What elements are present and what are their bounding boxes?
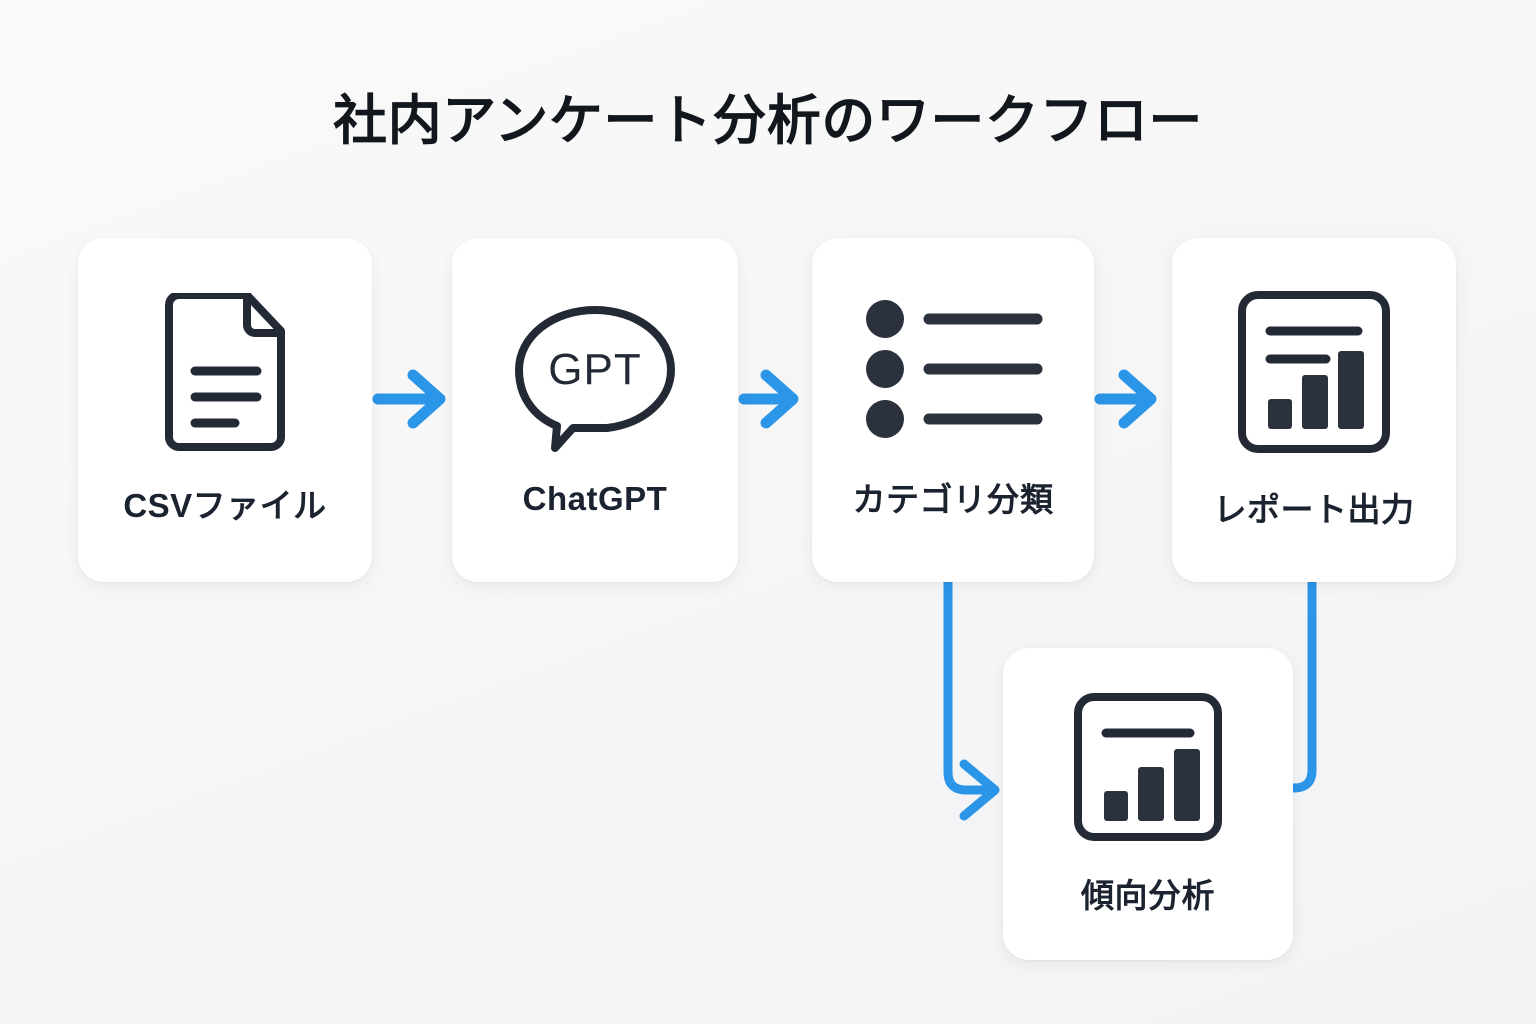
node-card-csv[interactable]: CSVファイル [78, 238, 372, 582]
node-card-chatgpt[interactable]: GPT ChatGPT [452, 238, 738, 582]
gpt-icon-text: GPT [548, 345, 641, 394]
node-label-category: カテゴリ分類 [852, 481, 1054, 518]
node-label-chatgpt: ChatGPT [522, 480, 668, 517]
node-label-trend: 傾向分析 [1081, 877, 1215, 914]
node-card-category[interactable]: カテゴリ分類 [812, 238, 1094, 582]
bulleted-list-icon [863, 299, 1043, 439]
node-card-report[interactable]: レポート出力 [1172, 238, 1456, 582]
report-chart-icon [1236, 289, 1392, 455]
node-label-report: レポート出力 [1213, 491, 1415, 528]
arrow-category-to-report [1094, 369, 1157, 429]
bar-chart-icon [1072, 691, 1224, 843]
arrow-category-to-trend [943, 577, 1000, 821]
speech-bubble-gpt-icon: GPT [511, 302, 679, 454]
arrow-chatgpt-to-category [738, 369, 799, 429]
document-icon [155, 293, 295, 451]
node-label-csv: CSVファイル [123, 487, 327, 524]
node-card-trend[interactable]: 傾向分析 [1003, 648, 1293, 960]
page-title: 社内アンケート分析のワークフロー [333, 91, 1203, 151]
arrow-csv-to-chatgpt [372, 369, 446, 429]
